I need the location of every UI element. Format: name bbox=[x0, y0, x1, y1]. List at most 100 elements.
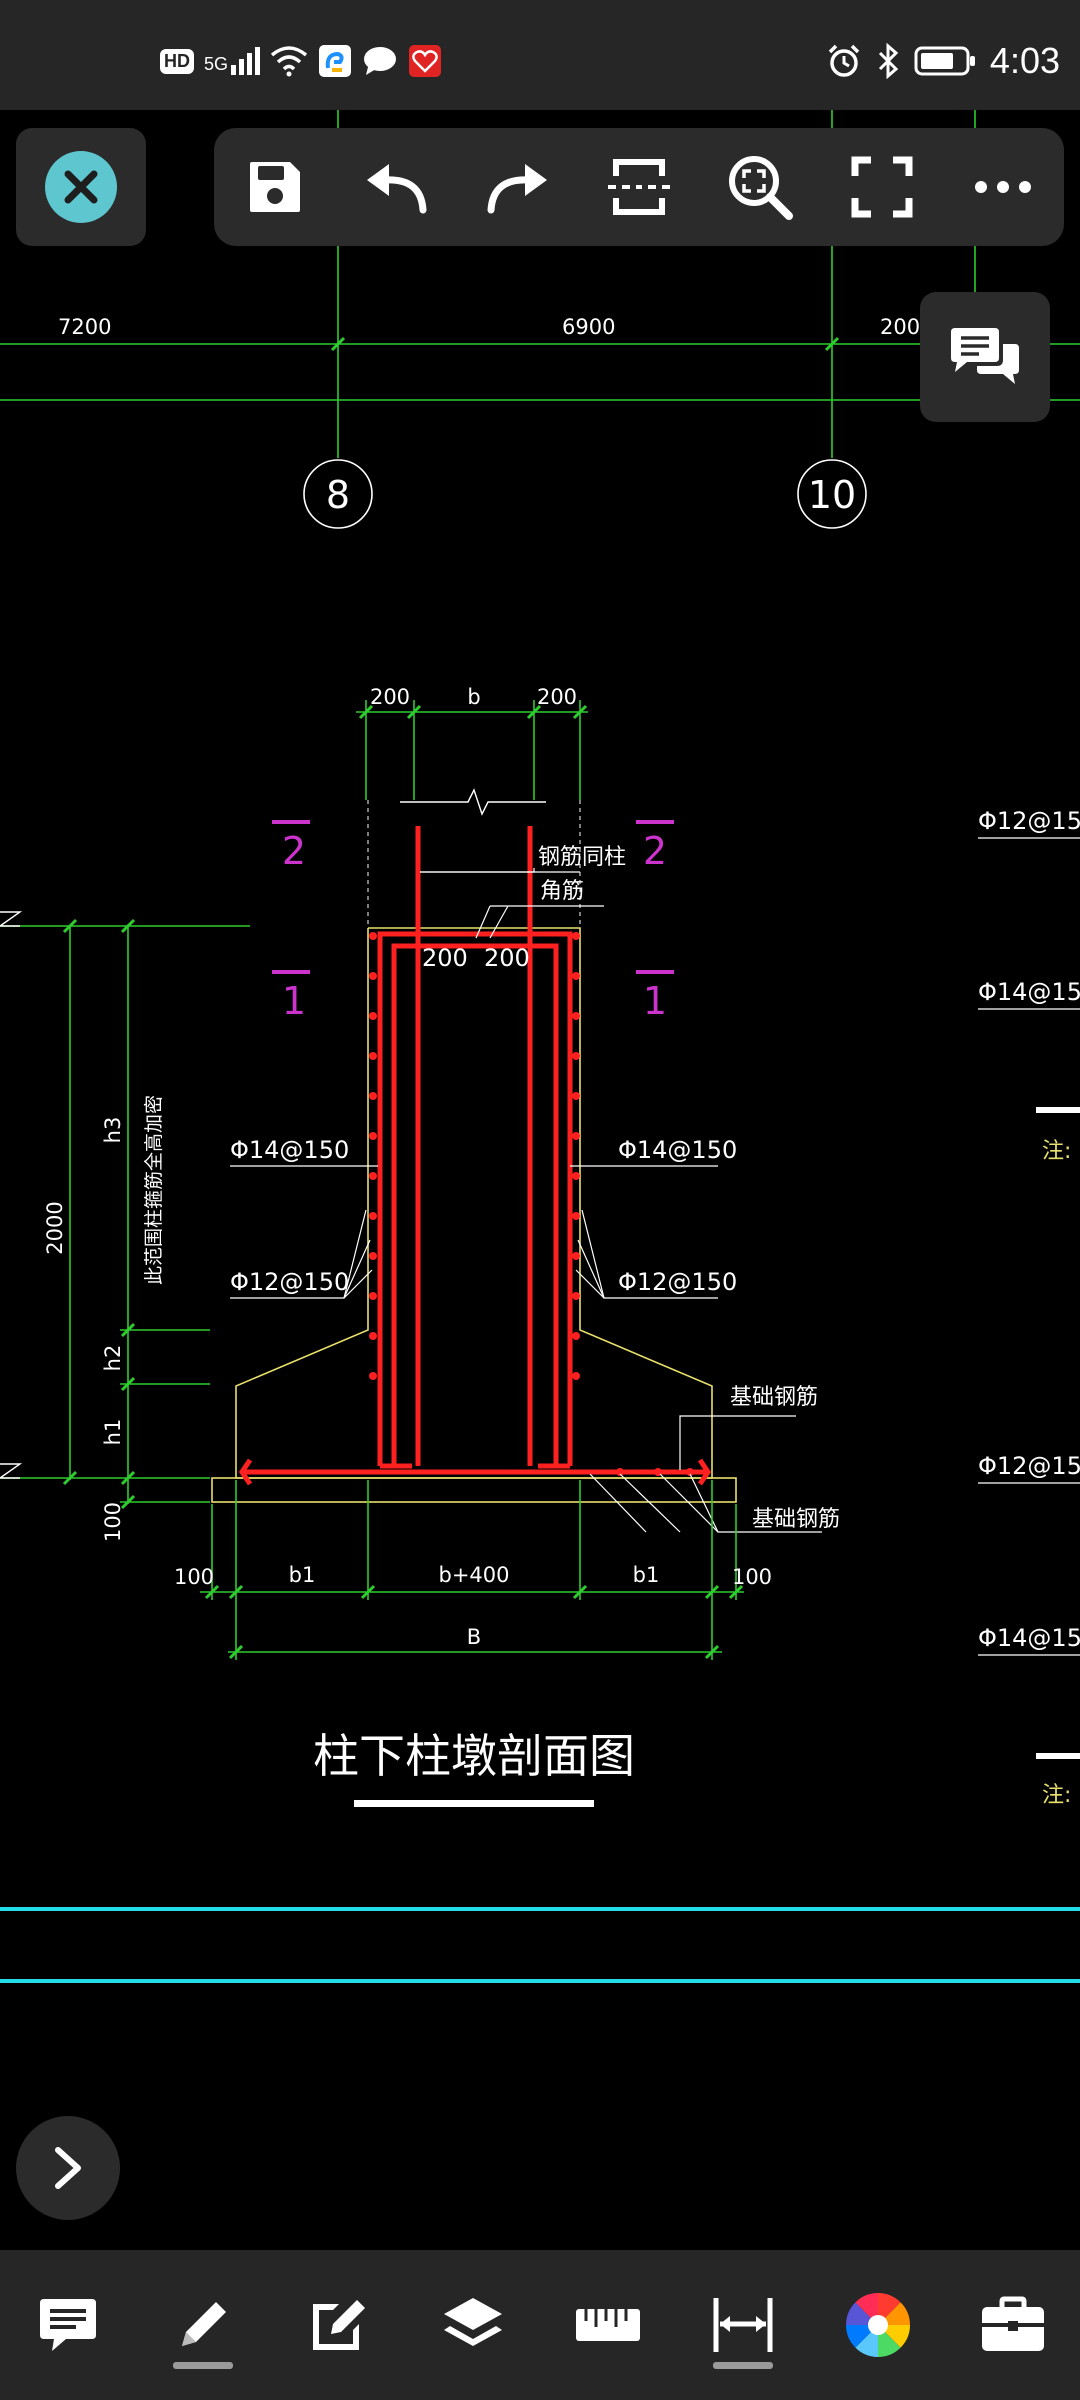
label-right-bar-1: Φ14@150 bbox=[618, 1136, 737, 1164]
bottom-toolbar bbox=[0, 2250, 1080, 2400]
rebar-cage bbox=[238, 826, 712, 1486]
close-icon[interactable] bbox=[43, 149, 119, 225]
title-underline bbox=[354, 1800, 594, 1807]
toolbox-icon bbox=[981, 2296, 1044, 2351]
comment-button[interactable] bbox=[18, 2275, 118, 2375]
comments-icon bbox=[951, 328, 1019, 384]
section-mark-1-left: 1 bbox=[282, 979, 306, 1023]
label-corner-bar: 角筋 bbox=[540, 879, 584, 904]
save-button[interactable] bbox=[230, 142, 320, 232]
status-left: HD 5G bbox=[160, 44, 442, 78]
edit-icon bbox=[312, 2300, 365, 2350]
right-label-1: Φ12@150 bbox=[978, 807, 1080, 835]
level-markers bbox=[0, 911, 23, 1479]
vertical-dim-ticks bbox=[62, 918, 136, 1510]
edit-button[interactable] bbox=[288, 2275, 388, 2375]
crop-button[interactable] bbox=[594, 142, 684, 232]
zoom-window-button[interactable] bbox=[715, 142, 805, 232]
top-dim-b: b bbox=[467, 685, 480, 709]
vdim-h3: h3 bbox=[101, 1117, 125, 1144]
rebar-dots bbox=[369, 932, 694, 1476]
signal-icon: 5G bbox=[204, 47, 261, 75]
more-button[interactable] bbox=[958, 142, 1048, 232]
bdim-b1-left: b1 bbox=[289, 1563, 316, 1587]
right-underline-2 bbox=[1036, 1753, 1080, 1759]
bottom-dim-ticks bbox=[204, 1584, 744, 1660]
bdim-b400: b+400 bbox=[438, 1563, 509, 1587]
pen-active-indicator bbox=[172, 2362, 233, 2369]
top-toolbar bbox=[214, 128, 1064, 246]
vdim-h1: h1 bbox=[101, 1419, 125, 1446]
leader-lines bbox=[230, 868, 822, 1533]
pen-button[interactable] bbox=[153, 2275, 253, 2375]
network-type: 5G bbox=[204, 54, 229, 74]
label-dim-200-b: 200 bbox=[484, 944, 530, 972]
axis-dim-7200: 7200 bbox=[58, 315, 111, 339]
section-mark-2-right: 2 bbox=[643, 829, 667, 873]
toolbox-button[interactable] bbox=[963, 2275, 1063, 2375]
redo-button[interactable] bbox=[473, 142, 563, 232]
bdim-100-left: 100 bbox=[174, 1565, 214, 1589]
section-marks: 2 2 1 1 bbox=[272, 820, 674, 1023]
more-icon bbox=[975, 181, 1032, 193]
dimension-icon bbox=[713, 2298, 772, 2352]
top-dim-200-left: 200 bbox=[370, 685, 410, 709]
dimension-active-indicator bbox=[712, 2362, 773, 2369]
close-button-panel bbox=[16, 128, 146, 246]
ruler-icon bbox=[575, 2309, 640, 2341]
label-dim-200-a: 200 bbox=[422, 944, 468, 972]
vdim-h2: h2 bbox=[101, 1345, 125, 1372]
vertical-dimensions bbox=[0, 925, 250, 1504]
drawing-title: 柱下柱墩剖面图 bbox=[313, 1729, 635, 1783]
message-icon bbox=[364, 47, 397, 75]
vdim-100: 100 bbox=[101, 1502, 125, 1542]
right-label-4: Φ14@150 bbox=[978, 1624, 1080, 1652]
right-labels: Φ12@150 Φ14@150 Φ12@150 Φ14@150 bbox=[978, 807, 1080, 1652]
axis-bubble-label-8: 8 bbox=[326, 473, 350, 517]
pen-icon bbox=[181, 2302, 226, 2346]
callout-labels: 钢筋同柱 角筋 200 200 Φ14@150 Φ14@150 Φ12@150 … bbox=[230, 845, 840, 1532]
expand-button[interactable] bbox=[16, 2116, 120, 2220]
save-icon bbox=[249, 162, 300, 212]
color-wheel-icon bbox=[845, 2293, 910, 2357]
color-button[interactable] bbox=[828, 2275, 928, 2375]
status-bar: HD 5G bbox=[0, 0, 1080, 110]
section-mark-1-right: 1 bbox=[643, 979, 667, 1023]
right-label-leaders bbox=[978, 837, 1080, 1656]
zoom-window-icon bbox=[729, 156, 794, 220]
dimension-button[interactable] bbox=[693, 2275, 793, 2375]
comment-icon bbox=[39, 2299, 96, 2351]
clock: 4:03 bbox=[989, 40, 1060, 81]
app-icon bbox=[319, 45, 352, 77]
label-left-bar-1: Φ14@150 bbox=[230, 1136, 349, 1164]
layers-button[interactable] bbox=[423, 2275, 523, 2375]
vertical-dim-labels: 2000 h3 h2 h1 100 此范围柱箍筋全高加密 bbox=[43, 1095, 165, 1542]
bdim-B: B bbox=[467, 1625, 481, 1649]
fullscreen-button[interactable] bbox=[837, 142, 927, 232]
hd-badge: HD bbox=[160, 48, 194, 74]
axis-dimensions: 7200 6900 2000 bbox=[58, 315, 933, 339]
status-right: 4:03 bbox=[826, 40, 1060, 82]
right-note-1: 注: bbox=[1042, 1139, 1071, 1164]
undo-button[interactable] bbox=[351, 142, 441, 232]
section-mark-2-left: 2 bbox=[282, 829, 306, 873]
bdim-b1-right: b1 bbox=[633, 1563, 660, 1587]
undo-icon bbox=[367, 164, 427, 214]
axis-ticks bbox=[330, 336, 840, 352]
comments-button[interactable] bbox=[920, 292, 1050, 422]
bdim-100-right: 100 bbox=[732, 1565, 772, 1589]
chevron-right-icon bbox=[55, 2147, 81, 2189]
vdim-note: 此范围柱箍筋全高加密 bbox=[143, 1095, 165, 1285]
battery-icon bbox=[914, 46, 975, 76]
crop-icon bbox=[607, 159, 670, 215]
right-label-3: Φ12@150 bbox=[978, 1452, 1080, 1480]
vdim-2000: 2000 bbox=[43, 1201, 67, 1254]
label-foundation-bar-1: 基础钢筋 bbox=[730, 1385, 818, 1410]
axis-bubble-8: 8 bbox=[303, 459, 373, 529]
layers-icon bbox=[443, 2298, 502, 2346]
axis-bubble-10: 10 bbox=[797, 459, 867, 529]
measure-button[interactable] bbox=[558, 2275, 658, 2375]
cad-canvas[interactable]: 7200 6900 2000 8 10 200 b 200 2 bbox=[0, 110, 1080, 2250]
right-label-2: Φ14@150 bbox=[978, 978, 1080, 1006]
wifi-icon bbox=[270, 46, 308, 77]
